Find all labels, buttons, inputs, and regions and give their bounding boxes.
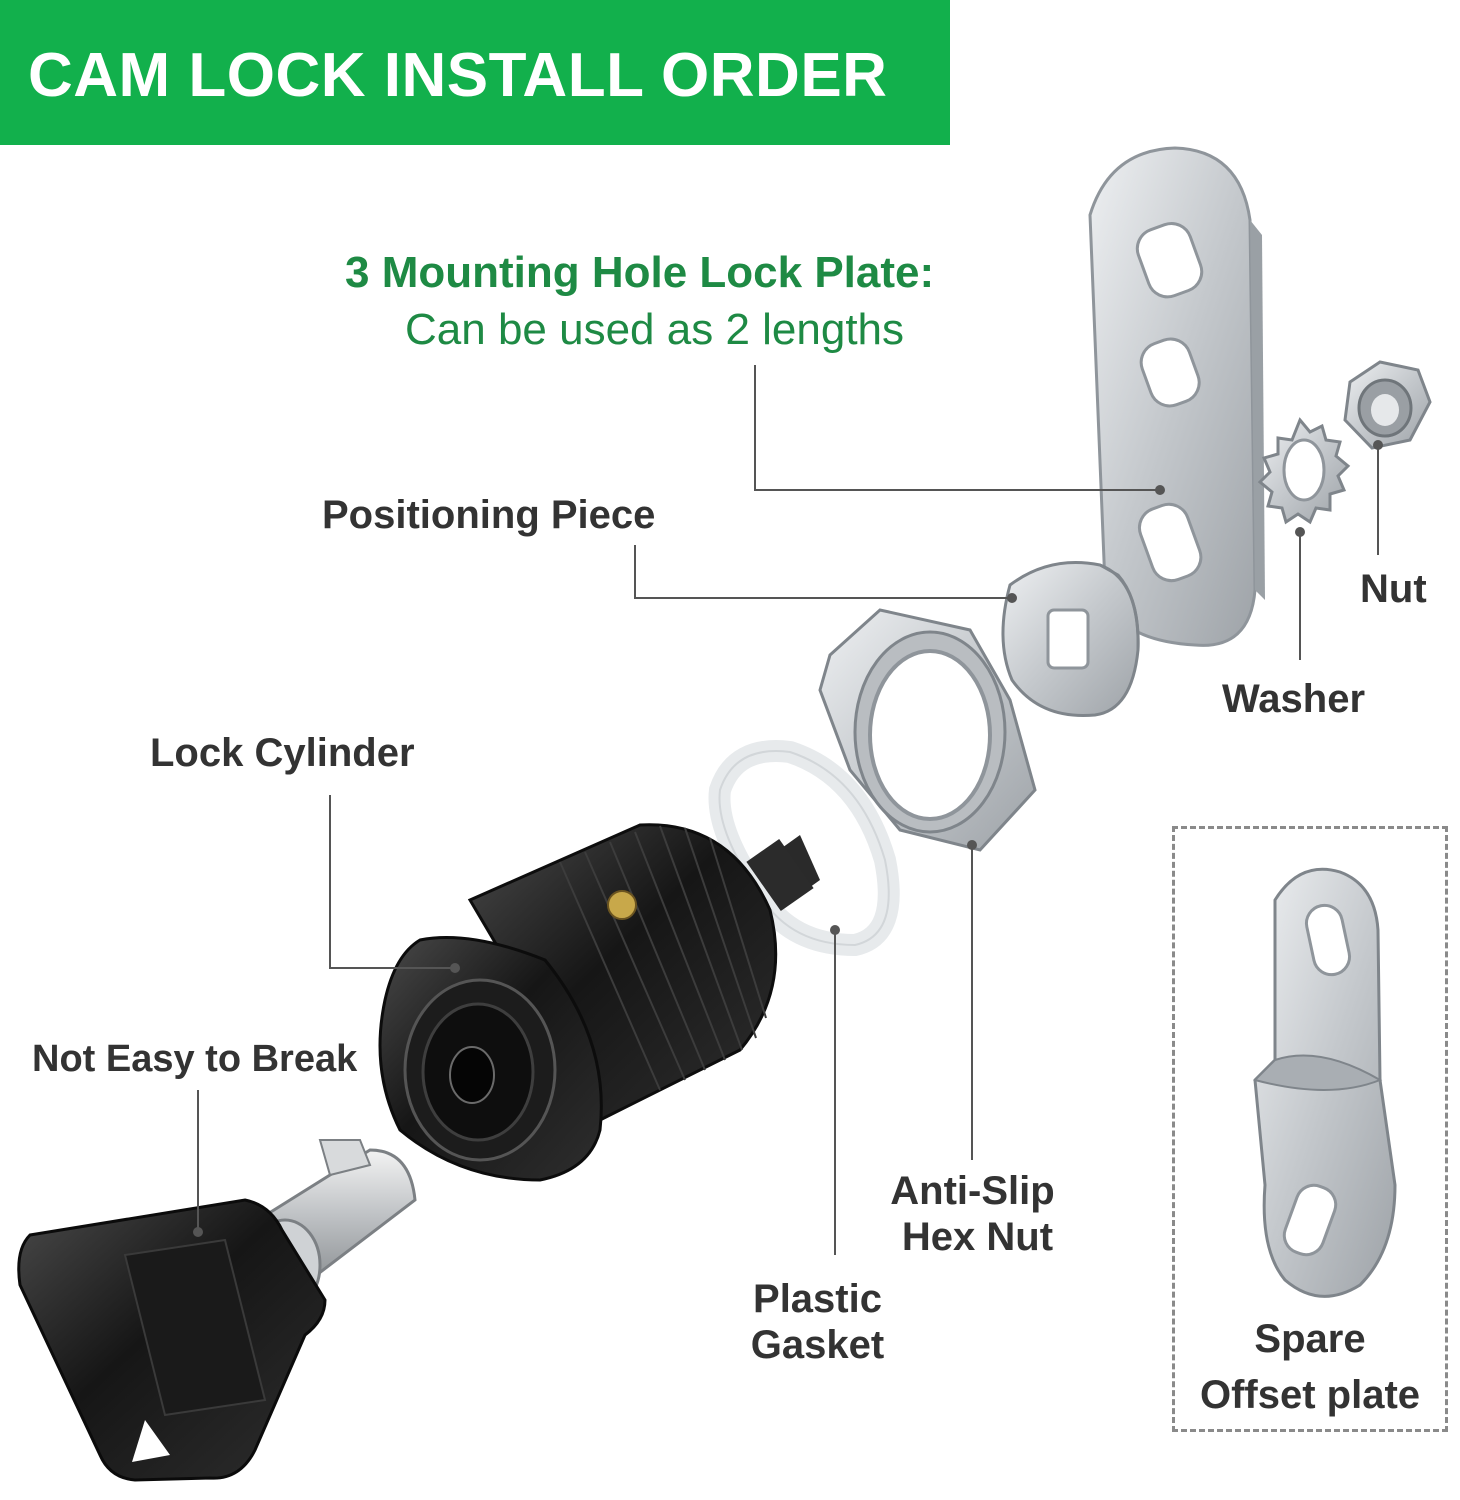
anti-slip-hex-nut-icon <box>818 608 1037 852</box>
lock-plate-title: 3 Mounting Hole Lock Plate: <box>345 248 935 297</box>
offset-plate-icon <box>1253 867 1397 1298</box>
leader-dot-nut <box>1373 440 1383 450</box>
plastic-gasket-label-line2: Gasket <box>750 1323 885 1367</box>
spare-label-line2: Offset plate <box>1199 1373 1421 1417</box>
leader-dot-positioning-piece <box>1007 593 1017 603</box>
hex-nut-icon <box>1343 360 1432 450</box>
plastic-gasket-label-line1: Plastic <box>753 1277 882 1321</box>
positioning-piece-label: Positioning Piece <box>322 493 656 537</box>
leader-lock-plate <box>754 365 1160 491</box>
leader-lock-cylinder <box>329 795 455 969</box>
leader-dot-lock-plate <box>1155 485 1165 495</box>
page-title: CAM LOCK INSTALL ORDER <box>28 41 888 110</box>
anti-slip-label-line2: Hex Nut <box>901 1215 1054 1259</box>
anti-slip-label-line1: Anti-Slip <box>890 1169 1055 1213</box>
lock-plate-subtitle: Can be used as 2 lengths <box>405 305 905 354</box>
spare-offset-plate-box <box>1172 826 1448 1432</box>
leader-positioning-piece <box>634 545 1012 599</box>
leader-dot-key <box>193 1227 203 1237</box>
washer-label: Washer <box>1222 677 1366 721</box>
leader-dot-washer <box>1295 527 1305 537</box>
key-icon <box>17 1139 417 1482</box>
leader-dot-hex-nut <box>967 840 977 850</box>
positioning-piece-icon <box>1001 561 1140 718</box>
nut-label: Nut <box>1360 567 1427 611</box>
leader-lines <box>193 365 1383 1255</box>
lock-cylinder-label: Lock Cylinder <box>150 731 415 775</box>
star-washer-icon <box>1257 417 1351 525</box>
not-easy-to-break-label: Not Easy to Break <box>32 1038 358 1080</box>
spare-label-line1: Spare <box>1254 1317 1366 1361</box>
leader-dot-lock-cylinder <box>450 963 460 973</box>
title-banner: CAM LOCK INSTALL ORDER <box>0 0 950 145</box>
lock-cylinder-icon <box>378 823 820 1182</box>
lock-plate-icon <box>1088 146 1265 647</box>
leader-dot-gasket <box>830 925 840 935</box>
